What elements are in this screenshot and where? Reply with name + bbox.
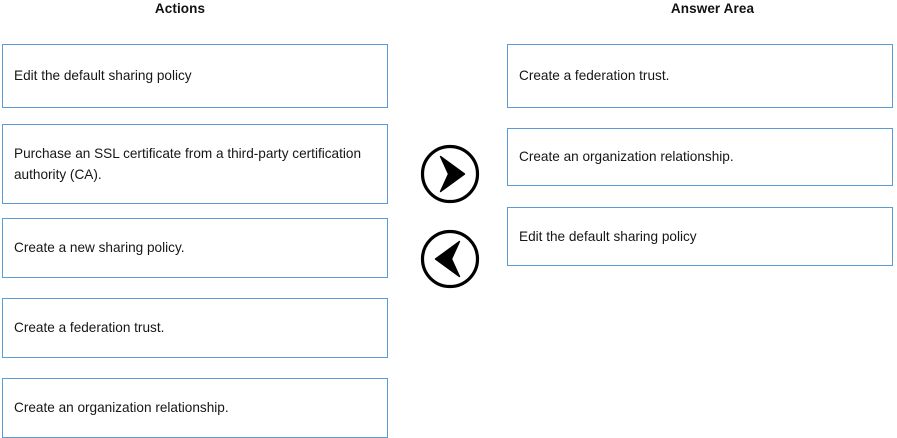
answer-area-column-heading: Answer Area (670, 1, 755, 16)
action-item-box[interactable]: Create an organization relationship. (2, 378, 388, 438)
move-left-button[interactable] (419, 228, 481, 290)
answer-item-box[interactable]: Create an organization relationship. (507, 128, 893, 186)
answer-item-box[interactable]: Edit the default sharing policy (507, 207, 893, 266)
action-item-label: Create an organization relationship. (14, 400, 229, 416)
action-item-box[interactable]: Purchase an SSL certificate from a third… (2, 124, 388, 204)
action-item-box[interactable]: Create a new sharing policy. (2, 218, 388, 278)
answer-item-label: Create a federation trust. (519, 68, 670, 84)
action-item-label: Create a new sharing policy. (14, 240, 185, 256)
action-item-box[interactable]: Edit the default sharing policy (2, 44, 388, 108)
move-right-button[interactable] (419, 143, 481, 205)
answer-item-label: Create an organization relationship. (519, 149, 734, 165)
action-item-label: Purchase an SSL certificate from a third… (14, 145, 362, 182)
action-item-label: Create a federation trust. (14, 320, 165, 336)
action-item-label: Edit the default sharing policy (14, 68, 192, 84)
answer-item-label: Edit the default sharing policy (519, 228, 697, 244)
action-item-box[interactable]: Create a federation trust. (2, 298, 388, 358)
chevron-left-circle-icon (420, 229, 480, 289)
actions-column-heading: Actions (154, 1, 206, 16)
answer-item-box[interactable]: Create a federation trust. (507, 44, 893, 108)
chevron-right-circle-icon (420, 144, 480, 204)
